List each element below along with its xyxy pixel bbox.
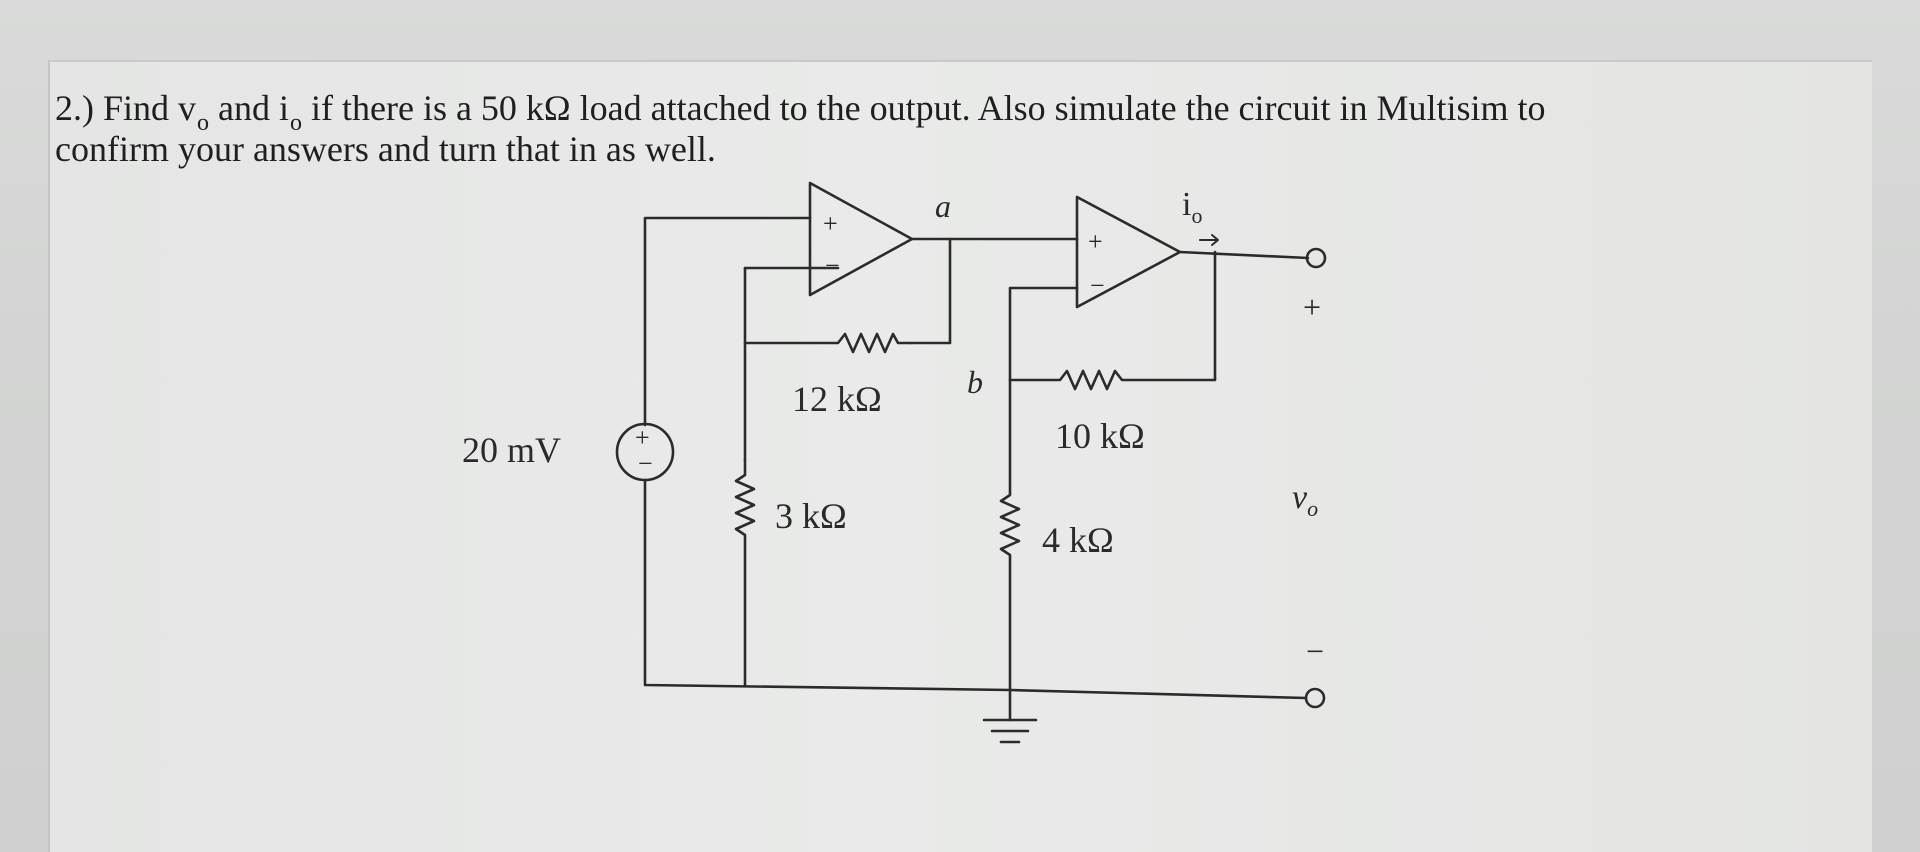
question-text-1: 2.) Find v (55, 88, 197, 128)
problem-statement: 2.) Find vo and io if there is a 50 kΩ l… (55, 88, 1855, 170)
node-b-label: b (967, 364, 983, 400)
output-terminal-minus (1304, 687, 1326, 709)
r4-label: 4 kΩ (1042, 520, 1114, 560)
question-text-3: if there is a 50 kΩ load attached to the… (302, 88, 1546, 128)
wire-ground-bus (643, 478, 1308, 700)
r3-label: 3 kΩ (775, 496, 847, 536)
resistor-4k (999, 378, 1021, 722)
wire-opamp1-minus (743, 266, 840, 462)
resistor-12k (743, 332, 912, 354)
document-page (48, 60, 1872, 852)
source-label: 20 mV (462, 430, 561, 470)
r12-label: 12 kΩ (792, 379, 882, 419)
vo-label: vo (1292, 479, 1318, 521)
vo-subscript: o (197, 110, 210, 136)
wire-output (1178, 250, 1310, 260)
node-a-label: a (935, 188, 951, 224)
voltage-source (615, 422, 675, 482)
resistor-10k (1008, 250, 1217, 391)
output-terminal-plus (1305, 247, 1327, 269)
ground-symbol (982, 718, 1038, 744)
question-text-4: confirm your answers and turn that in as… (55, 129, 716, 170)
io-arrow-icon (1199, 234, 1219, 246)
io-subscript: o (290, 110, 302, 136)
source-plus-sign: + (635, 423, 650, 452)
source-minus-sign: − (638, 449, 653, 478)
opamp1-minus-sign: − (825, 251, 840, 280)
vo-minus-sign: − (1306, 633, 1324, 669)
opamp2-minus-sign: − (1090, 271, 1105, 300)
opamp2-plus-sign: + (1088, 227, 1103, 256)
wire-feedback-1 (908, 237, 952, 345)
wire-source-to-opamp1 (643, 216, 812, 427)
question-text-2: and i (209, 88, 289, 128)
vo-plus-sign: + (1303, 289, 1321, 325)
io-label: io (1182, 186, 1202, 228)
resistor-3k (734, 458, 756, 687)
opamp-2 (1075, 195, 1182, 309)
opamp-1 (808, 181, 914, 297)
wire-opamp2-minus (1008, 286, 1079, 382)
r10-label: 10 kΩ (1055, 416, 1145, 456)
opamp1-plus-sign: + (823, 209, 838, 238)
